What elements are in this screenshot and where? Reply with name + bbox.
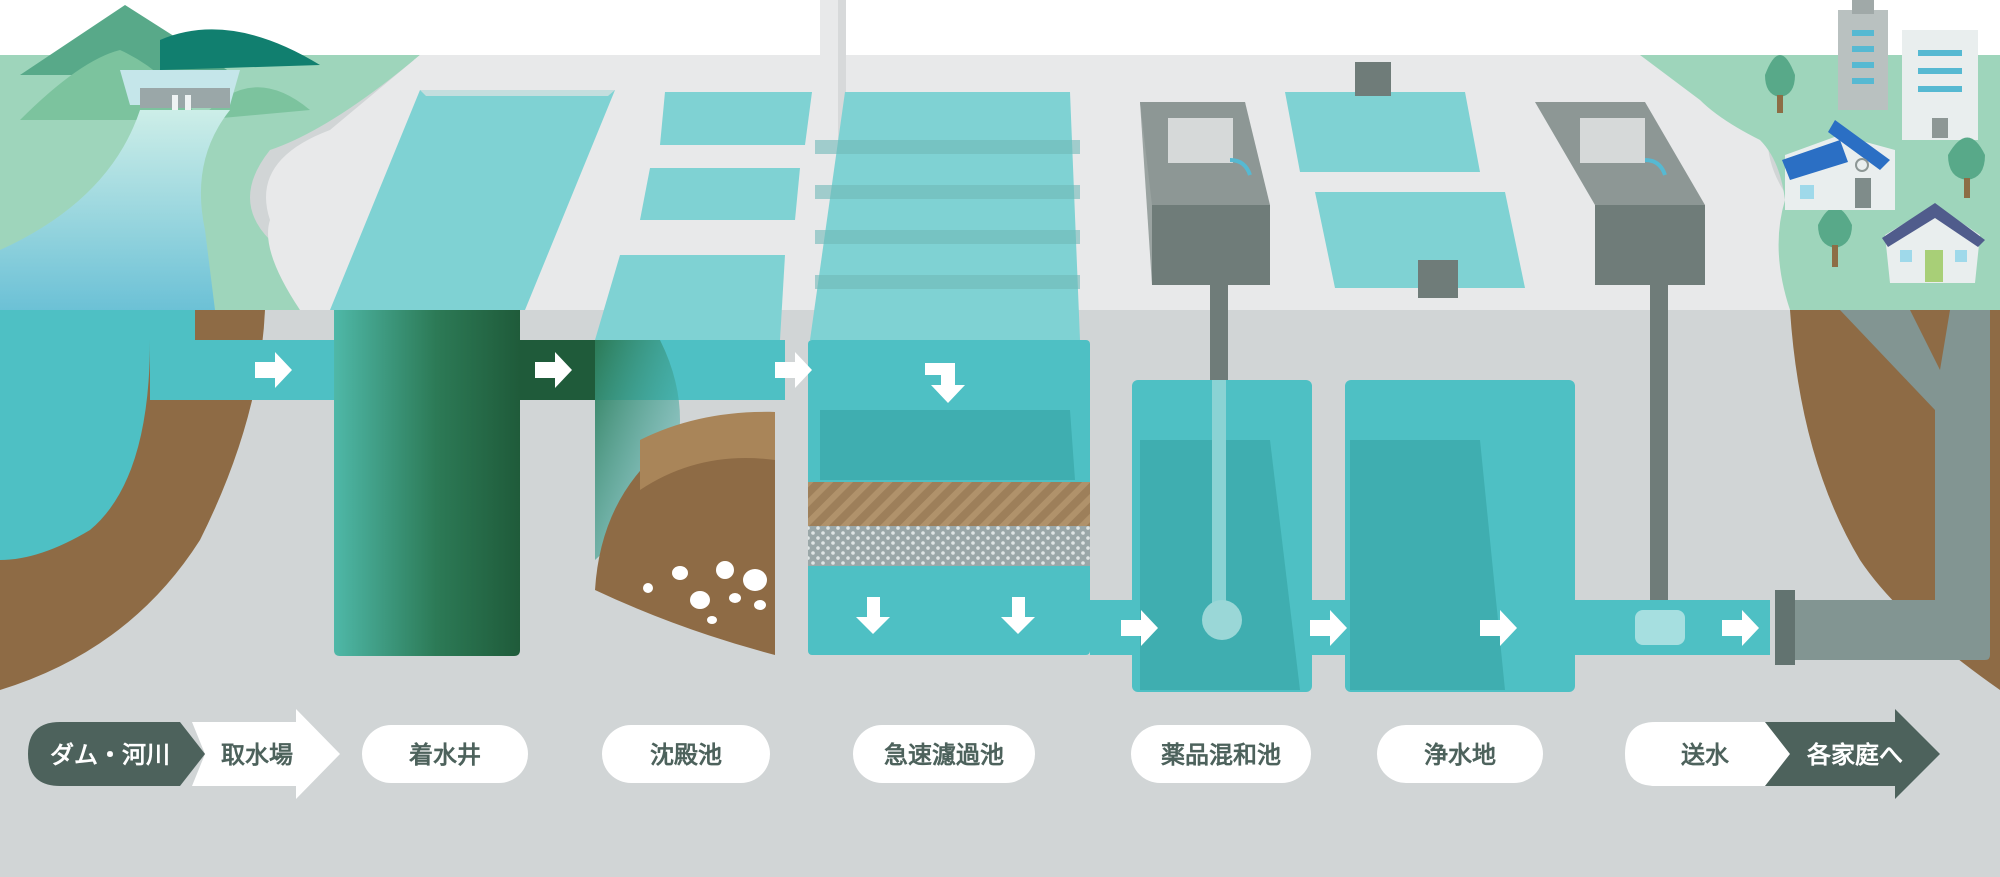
intake-channel — [150, 340, 340, 400]
chemical-mixing-badge: 薬品混和池 — [1131, 725, 1311, 783]
destination-label: 各家庭へ — [1806, 741, 1903, 769]
flow-arrow-icon — [255, 352, 292, 388]
right-landscape — [1640, 0, 2000, 310]
flow-arrow-icon — [1722, 610, 1759, 646]
distribution-badge: 送水 各家庭へ — [1625, 709, 1940, 799]
distribution-facility — [1535, 102, 2000, 690]
source-label: ダム・河川 — [50, 741, 170, 769]
left-landscape — [0, 5, 420, 310]
flow-arrow-icon — [925, 363, 965, 403]
sedimentation-badge: 沈殿池 — [602, 725, 770, 783]
flow-arrow-icon — [1001, 597, 1035, 634]
rapid-filter-badge: 急速濾過池 — [853, 725, 1035, 783]
flow-arrow-icon — [1121, 610, 1158, 646]
flow-arrow-icon — [1480, 610, 1517, 646]
rapid-filter-label: 急速濾過池 — [884, 741, 1004, 769]
clean-water-label: 浄水地 — [1424, 741, 1496, 769]
sky — [0, 0, 2000, 60]
flow-arrow-icon — [1310, 610, 1347, 646]
clean-water-tank — [1310, 380, 1575, 692]
flow-arrow-icon — [535, 352, 572, 388]
stage-labels: ダム・河川 取水場 着水井 沈殿池 急速濾過池 薬品混和池 浄水地 送水 各家庭… — [28, 709, 1940, 799]
chemical-mixing-label: 薬品混和池 — [1161, 741, 1281, 769]
receiving-well-label: 着水井 — [409, 741, 481, 769]
open-ponds — [1285, 62, 1525, 298]
clean-water-badge: 浄水地 — [1377, 725, 1543, 783]
rapid-filter-tank — [808, 92, 1090, 655]
sedimentation-label: 沈殿池 — [650, 741, 722, 769]
flow-arrows — [255, 352, 1759, 646]
receiving-well-tank — [330, 90, 615, 656]
river-water — [0, 310, 195, 560]
intake-facility-label: 取水場 — [221, 741, 293, 769]
chemical-mixing-tank — [1090, 102, 1312, 692]
distribution-label: 送水 — [1681, 741, 1730, 769]
flow-arrow-icon — [775, 352, 812, 388]
flow-arrow-icon — [856, 597, 890, 634]
intake-badge: ダム・河川 取水場 — [28, 709, 340, 799]
receiving-well-badge: 着水井 — [362, 725, 528, 783]
sedimentation-basin-tank — [595, 92, 812, 655]
